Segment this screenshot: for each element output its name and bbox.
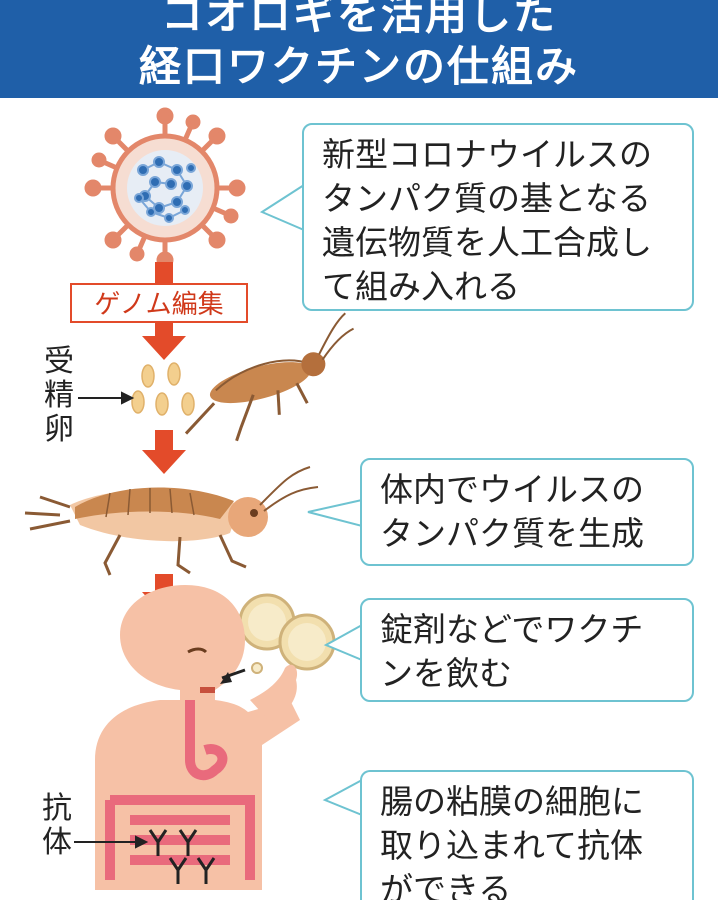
egg-pointer-arrow — [78, 391, 135, 405]
fertilized-egg-label: 受 精 卵 — [42, 345, 76, 447]
title-banner: コオロギを活用した 経口ワクチンの仕組み — [0, 0, 718, 98]
genome-editing-label: ゲノム編集 — [70, 283, 248, 323]
arrow-down-icon — [142, 323, 186, 360]
callout-line: 錠剤などでワクチ — [380, 610, 644, 649]
callout-antibody-formation: 腸の粘膜の細胞に 取り込まれて抗体 ができる — [360, 770, 694, 900]
human-body-icon — [95, 585, 300, 890]
cricket-icon — [184, 312, 355, 442]
antibody-pointer-arrow — [74, 835, 149, 849]
label-char: 精 — [44, 378, 74, 413]
label-char: 抗 — [42, 791, 72, 826]
arrow-down-icon — [142, 430, 186, 474]
callout-line: タンパク質の基となる — [322, 179, 652, 218]
callout-synthesis: 新型コロナウイルスの タンパク質の基となる 遺伝物質を人工合成し て組み入れる — [302, 123, 694, 311]
tablet-icon — [238, 593, 336, 671]
callout-line: 新型コロナウイルスの — [322, 135, 652, 174]
virus-icon — [84, 107, 246, 269]
cricket-icon — [24, 466, 319, 576]
callout-line: ンを飲む — [380, 654, 512, 693]
callout-line: 取り込まれて抗体 — [380, 826, 644, 865]
title-line-2: 経口ワクチンの仕組み — [138, 42, 579, 91]
callout-line: 遺伝物質を人工合成し — [322, 223, 652, 262]
callout-line: 腸の粘膜の細胞に — [380, 782, 644, 821]
callout-line: タンパク質を生成 — [380, 514, 644, 553]
label-char: 卵 — [44, 412, 74, 447]
label-char: 受 — [44, 344, 74, 379]
title-line-1: コオロギを活用した — [160, 0, 557, 39]
arrow-down-icon — [155, 262, 173, 284]
callout-line: 体内でウイルスの — [380, 470, 644, 509]
antibody-icon — [148, 829, 216, 884]
antibody-label: 抗 体 — [40, 792, 74, 860]
egg-icon — [131, 362, 195, 416]
label-char: 体 — [42, 825, 72, 860]
callout-protein-production: 体内でウイルスの タンパク質を生成 — [360, 458, 694, 566]
callout-line: ができる — [380, 870, 512, 900]
callout-take-vaccine: 錠剤などでワクチ ンを飲む — [360, 598, 694, 702]
callout-line: て組み入れる — [322, 267, 520, 306]
